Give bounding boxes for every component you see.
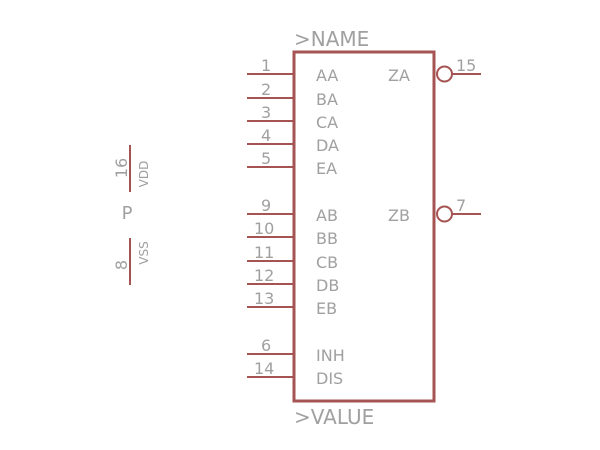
pin-number: 12 [254, 266, 274, 285]
left-pin: 13 EB [247, 289, 337, 318]
pin-label: BA [316, 90, 338, 109]
pin-label: CA [316, 113, 338, 132]
left-pin: 10 BB [247, 219, 338, 248]
power-pin-group: 16 VDD P 8 VSS [112, 145, 151, 285]
vss-pin-label: VSS [137, 241, 151, 264]
pin-label: DIS [316, 369, 343, 388]
pin-number: 11 [254, 243, 274, 262]
left-pin: 5 EA [247, 149, 337, 178]
left-pin: 6 INH [247, 336, 345, 365]
vss-pin-number: 8 [112, 260, 131, 270]
pin-number: 15 [456, 56, 476, 75]
inversion-bubble-icon [436, 65, 453, 83]
pin-number: 6 [261, 336, 271, 355]
left-pin-group: 1 AA 2 BA 3 CA 4 DA 5 EA 9 AB [247, 56, 345, 388]
right-pin-group: 15 ZA 7 ZB [388, 56, 481, 225]
vdd-pin-label: VDD [137, 161, 151, 188]
pin-number: 9 [261, 196, 271, 215]
pin-label: DB [316, 276, 339, 295]
left-pin: 2 BA [247, 80, 338, 109]
right-pin: 15 ZA [388, 56, 481, 85]
pin-number: 14 [254, 359, 274, 378]
left-pin: 14 DIS [247, 359, 343, 388]
left-pin: 12 DB [247, 266, 339, 295]
pin-number: 7 [456, 196, 466, 215]
value-label: >VALUE [294, 405, 374, 429]
vdd-pin-number: 16 [112, 158, 131, 178]
pin-number: 1 [261, 56, 271, 75]
ic-body [292, 50, 436, 403]
name-label: >NAME [294, 27, 369, 51]
pin-label: AB [316, 206, 338, 225]
power-part-label: P [122, 203, 133, 224]
left-pin: 1 AA [247, 56, 338, 85]
pin-label: AA [316, 66, 338, 85]
pin-number: 4 [261, 126, 271, 145]
pin-label: ZB [388, 206, 410, 225]
inversion-bubble-icon [436, 205, 453, 223]
pin-number: 3 [261, 103, 271, 122]
pin-label: EA [316, 159, 337, 178]
pin-label: INH [316, 346, 345, 365]
left-pin: 9 AB [247, 196, 338, 225]
pin-label: BB [316, 229, 338, 248]
left-pin: 3 CA [247, 103, 338, 132]
right-pin: 7 ZB [388, 196, 481, 225]
pin-number: 13 [254, 289, 274, 308]
pin-number: 2 [261, 80, 271, 99]
pin-number: 10 [254, 219, 274, 238]
left-pin: 4 DA [247, 126, 339, 155]
pin-label: DA [316, 136, 339, 155]
pin-number: 5 [261, 149, 271, 168]
pin-label: ZA [388, 66, 410, 85]
pin-label: EB [316, 299, 337, 318]
pin-label: CB [316, 253, 338, 272]
left-pin: 11 CB [247, 243, 338, 272]
